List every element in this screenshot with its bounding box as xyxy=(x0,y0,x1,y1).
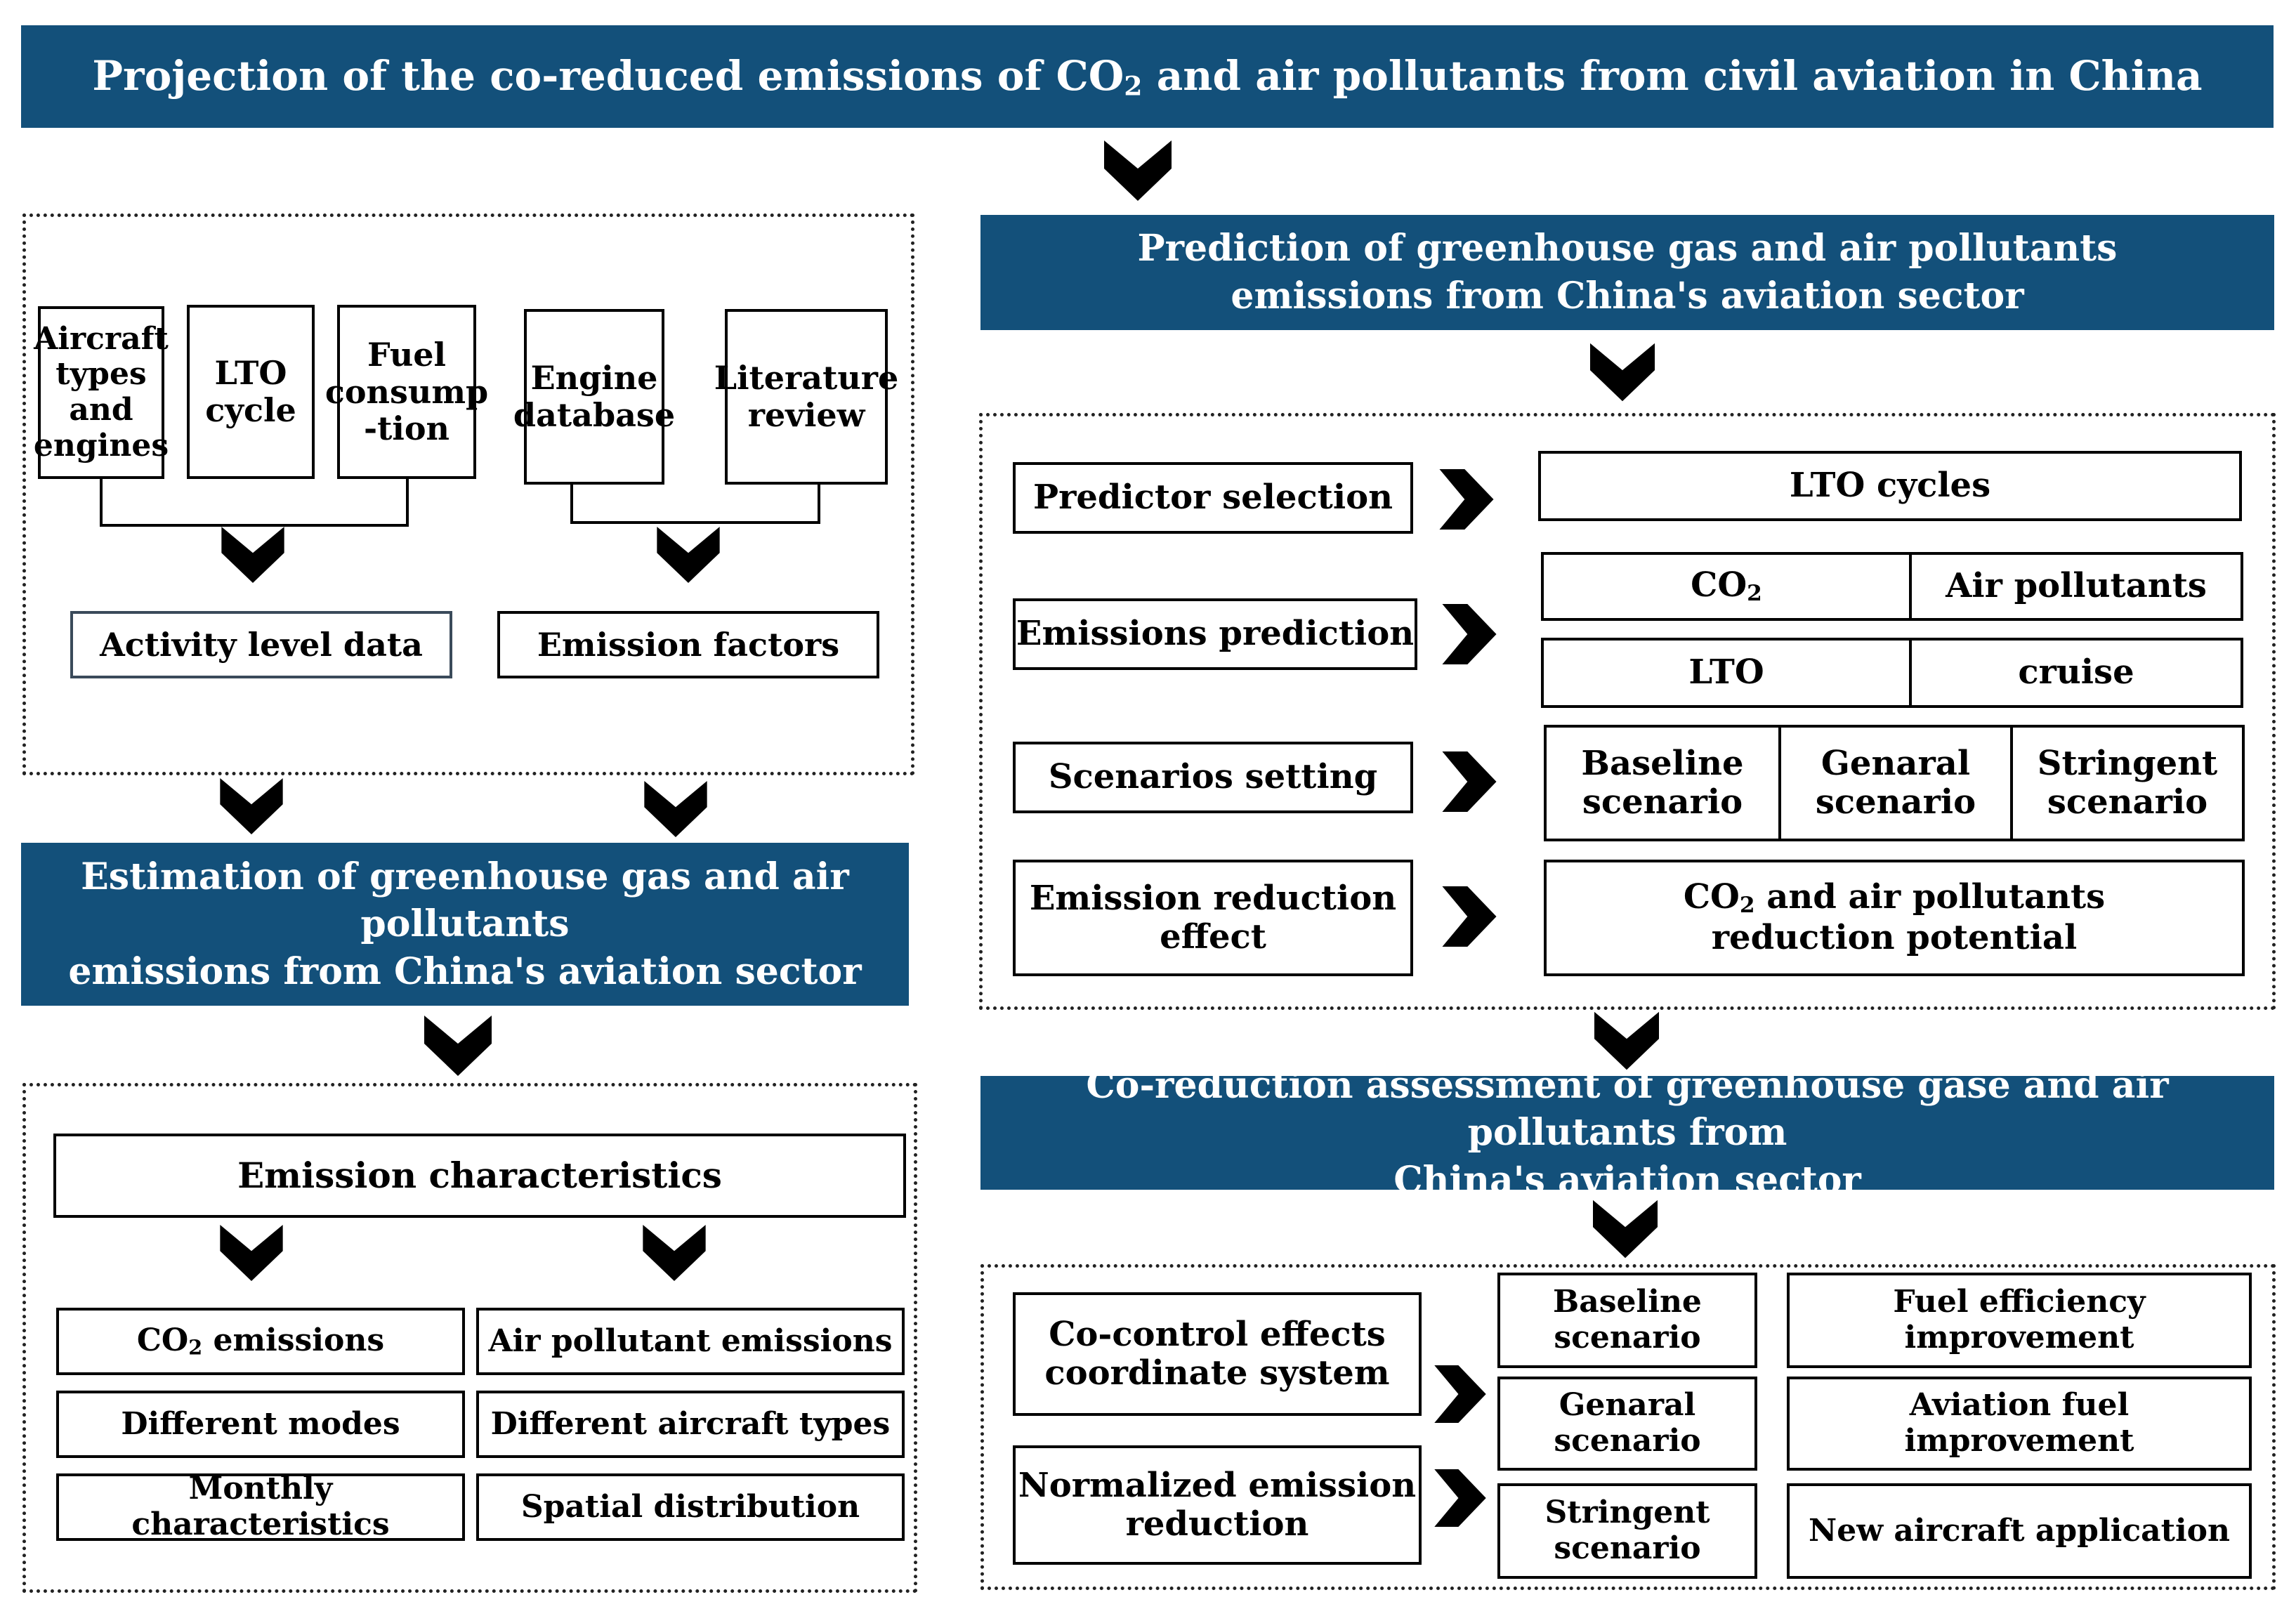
different-modes-box: Different modes xyxy=(56,1391,465,1458)
estimation-line2: emissions from China's aviation sector xyxy=(68,950,862,993)
estimation-line1: Estimation of greenhouse gas and air pol… xyxy=(81,855,849,946)
chevron-right-icon xyxy=(1442,886,1497,947)
chevron-right-icon xyxy=(1439,469,1494,530)
emissions-prediction-box: Emissions prediction xyxy=(1013,598,1417,670)
prediction-line2: emissions from China's aviation sector xyxy=(1231,275,2024,317)
chevron-down-icon xyxy=(657,527,720,583)
different-aircraft-types-box: Different aircraft types xyxy=(476,1391,905,1458)
new-aircraft-box: New aircraft application xyxy=(1787,1483,2252,1579)
stringent-scenario-box: Stringent scenario xyxy=(2010,725,2245,841)
coreduction-banner: Co-reduction assessment of greenhouse ga… xyxy=(980,1064,2274,1202)
scenarios-setting-box: Scenarios setting xyxy=(1013,742,1413,813)
co-control-box: Co-control effects coordinate system xyxy=(1013,1292,1422,1416)
chevron-down-icon xyxy=(644,781,707,837)
connector-line xyxy=(570,485,573,523)
stringent-scenario-box: Stringent scenario xyxy=(1497,1483,1757,1579)
prediction-banner: Prediction of greenhouse gas and air pol… xyxy=(980,215,2274,330)
main-title: Projection of the co-reduced emissions o… xyxy=(92,51,2203,102)
cruise-box: cruise xyxy=(1909,638,2243,708)
emission-reduction-effect-box: Emission reduction effect xyxy=(1013,860,1413,976)
main-title-banner: Projection of the co-reduced emissions o… xyxy=(21,25,2274,128)
co2-box: CO2 xyxy=(1541,552,1912,621)
connector-line xyxy=(818,485,820,523)
engine-database-box: Engine database xyxy=(513,309,675,485)
co2-emissions-box: CO2 emissions xyxy=(56,1308,465,1375)
air-pollutants-box: Air pollutants xyxy=(1909,552,2243,621)
prediction-panel xyxy=(979,413,2276,1010)
genaral-scenario-box: Genaral scenario xyxy=(1778,725,2013,841)
chevron-down-icon xyxy=(220,1225,283,1281)
chevron-down-icon xyxy=(424,1016,492,1076)
literature-review-box: Literature review xyxy=(714,309,898,485)
prediction-line1: Prediction of greenhouse gas and air pol… xyxy=(1137,227,2118,270)
connector-line xyxy=(570,521,820,524)
air-pollutant-emissions-box: Air pollutant emissions xyxy=(476,1308,905,1375)
coreduction-line2: China's aviation sector xyxy=(1393,1158,1861,1202)
chevron-down-icon xyxy=(220,778,283,834)
lto-cycle-box: LTO cycle xyxy=(187,305,315,479)
fuel-consumption-box: Fuel consump -tion xyxy=(325,305,488,479)
chevron-down-icon xyxy=(643,1225,706,1281)
monthly-characteristics-box: Monthly characteristics xyxy=(56,1471,465,1542)
connector-line xyxy=(100,524,409,527)
estimation-banner: Estimation of greenhouse gas and air pol… xyxy=(21,843,909,1006)
lto-cycles-box: LTO cycles xyxy=(1538,451,2242,521)
chevron-right-icon xyxy=(1434,1469,1486,1527)
chevron-right-icon xyxy=(1434,1365,1486,1423)
chevron-down-icon xyxy=(1104,140,1172,201)
reduction-potential-box: CO2 and air pollutants reduction potenti… xyxy=(1544,860,2245,976)
data-sources-panel xyxy=(22,214,914,775)
chevron-right-icon xyxy=(1442,604,1497,664)
normalized-reduction-box: Normalized emission reduction xyxy=(1013,1445,1422,1565)
characteristics-panel xyxy=(22,1083,917,1593)
chevron-down-icon xyxy=(1593,1200,1658,1259)
chevron-down-icon xyxy=(221,527,284,583)
connector-line xyxy=(406,479,409,527)
connector-line xyxy=(100,479,103,527)
chevron-down-icon xyxy=(1594,1011,1659,1070)
emission-characteristics-box: Emission characteristics xyxy=(53,1134,906,1218)
emission-factors-box: Emission factors xyxy=(497,611,879,678)
aviation-fuel-box: Aviation fuel improvement xyxy=(1787,1377,2252,1471)
aircraft-types-box: Aircraft types and engines xyxy=(34,306,169,479)
chevron-down-icon xyxy=(1590,343,1655,402)
baseline-scenario-box: Baseline scenario xyxy=(1544,725,1781,841)
activity-level-box: Activity level data xyxy=(70,611,452,678)
coreduction-line1: Co-reduction assessment of greenhouse ga… xyxy=(1086,1063,2169,1155)
chevron-right-icon xyxy=(1442,751,1497,812)
coreduction-panel xyxy=(980,1264,2276,1590)
predictor-selection-box: Predictor selection xyxy=(1013,462,1413,534)
baseline-scenario-box: Baseline scenario xyxy=(1497,1273,1757,1368)
fuel-efficiency-box: Fuel efficiency improvement xyxy=(1787,1273,2252,1368)
lto-box: LTO xyxy=(1541,638,1912,708)
genaral-scenario-box: Genaral scenario xyxy=(1497,1377,1757,1471)
spatial-distribution-box: Spatial distribution xyxy=(476,1473,905,1541)
